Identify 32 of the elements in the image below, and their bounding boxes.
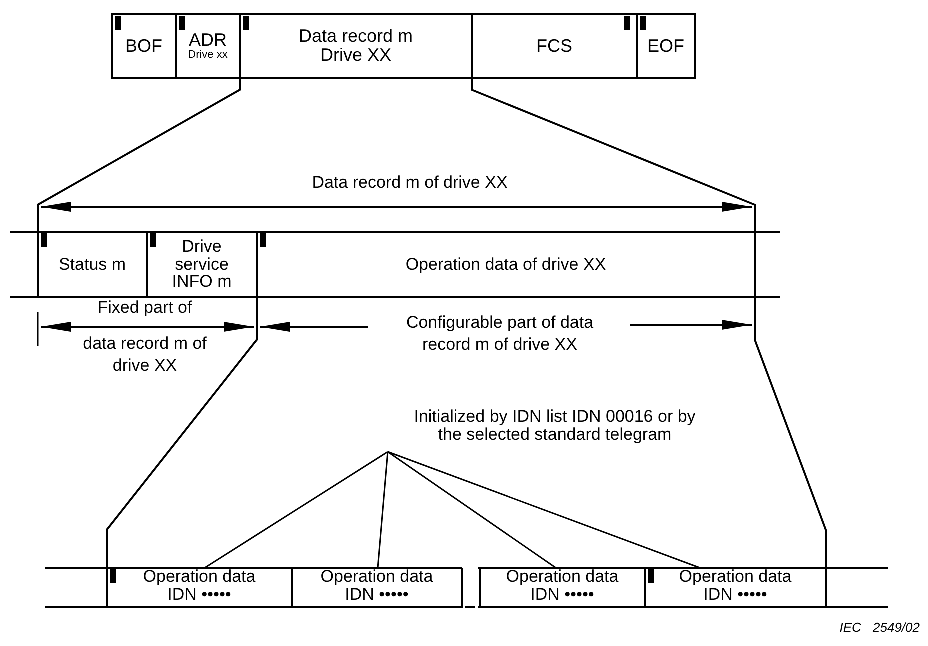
field-sublabel: Drive xx [188, 50, 228, 62]
frame-field [471, 13, 638, 79]
field-label: Operation data IDN ••••• [320, 568, 434, 604]
field-label: Initialized by IDN list IDN 00016 or by the selected standard telegram [413, 408, 697, 444]
field-label: Operation data IDN ••••• [505, 568, 620, 604]
field-label: Data record m Drive XX [298, 27, 414, 65]
dimension-label: Fixed part of [96, 297, 194, 319]
expansion-line [106, 297, 258, 568]
leader-line [388, 451, 556, 569]
field-label: Operation data IDN ••••• [678, 568, 793, 604]
field-label: Operation data of drive XX [406, 256, 606, 274]
field-label: FCS [536, 36, 572, 56]
frame-field [111, 13, 177, 79]
field-label: Status m [58, 256, 126, 274]
frame-field [636, 13, 696, 79]
field-label: Operation data IDN ••••• [142, 568, 257, 604]
dimension-label: data record m of drive XX [82, 333, 208, 378]
frame-field [239, 13, 473, 79]
expansion-line [754, 297, 827, 568]
field-label: ADR [188, 30, 227, 50]
field-label: EOF [647, 36, 684, 56]
leader-line [388, 451, 700, 569]
field-label: BOF [125, 36, 162, 56]
figure-id: IEC 2549/02 [838, 620, 920, 637]
leader-line [377, 452, 389, 568]
dimension-label: Configurable part of data record m of drive XX [405, 312, 595, 356]
expansion-line [471, 79, 756, 232]
frame-field [175, 13, 241, 79]
leader-line [204, 451, 388, 569]
dimension-label: Data record m of drive XX [311, 172, 509, 194]
field-label: Drive service INFO m [171, 238, 233, 292]
expansion-line [37, 79, 241, 232]
